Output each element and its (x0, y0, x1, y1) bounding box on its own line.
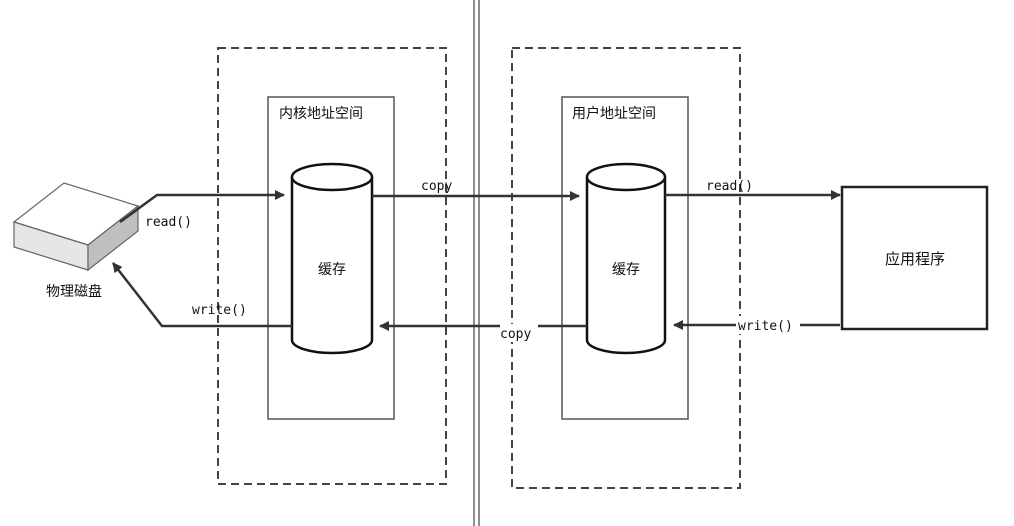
arrow-kernel-to-disk (112, 262, 292, 328)
kernel-cache-label: 缓存 (318, 262, 346, 278)
app-label: 应用程序 (885, 250, 945, 268)
label-disk-read: read() (145, 215, 192, 230)
arrow-disk-to-kernel (119, 190, 285, 224)
disk-icon (12, 182, 140, 272)
space-divider (473, 0, 480, 526)
label-copy-bottom: copy (500, 327, 531, 342)
app-box (840, 185, 989, 331)
user-dashed-frame (511, 47, 741, 489)
disk-label: 物理磁盘 (46, 283, 102, 300)
user-space: 用户地址空间 缓存 (511, 47, 741, 489)
label-app-read: read() (706, 179, 753, 194)
kernel-dashed-frame (217, 47, 447, 485)
kernel-space-box (267, 96, 395, 420)
kernel-space-title: 内核地址空间 (279, 106, 363, 122)
user-space-title: 用户地址空间 (572, 105, 656, 122)
user-cache-label: 缓存 (612, 262, 640, 278)
label-disk-write: write() (192, 303, 247, 318)
arrows (112, 190, 841, 331)
kernel-cache-cylinder (290, 162, 374, 355)
user-cache-cylinder (585, 162, 667, 355)
label-app-write: write() (738, 319, 793, 334)
kernel-space: 内核地址空间 缓存 (217, 47, 447, 485)
user-space-box (561, 96, 689, 420)
label-copy-top: copy (421, 179, 452, 194)
